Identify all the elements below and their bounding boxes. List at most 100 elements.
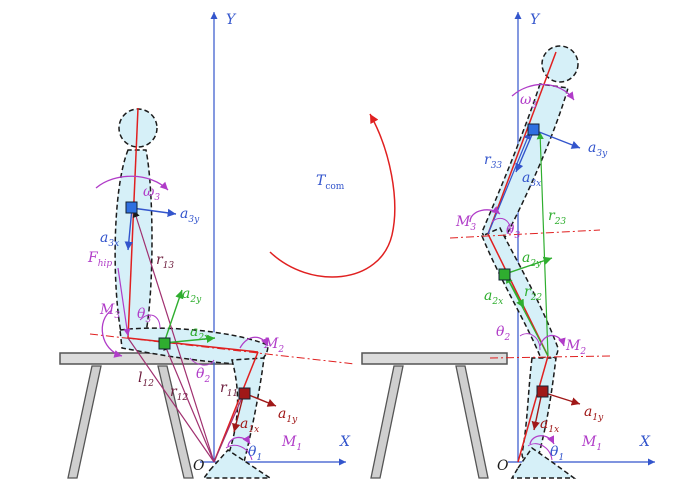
- right-a2y2-label: a2y: [522, 250, 542, 269]
- left-foot-segment: [202, 449, 273, 479]
- right-chair-seat: [361, 352, 508, 365]
- right-chair-leg-back: [455, 365, 489, 479]
- right-m1-label: M1: [581, 434, 602, 453]
- right-head: [541, 45, 579, 83]
- left-theta2-label: θ2: [196, 366, 210, 385]
- left-a2y2-label: a2y: [182, 286, 202, 305]
- right-a2x2-label: a2x: [484, 288, 503, 307]
- left-m3-arc: [101, 309, 123, 358]
- left-shank-mass-marker: [238, 387, 251, 400]
- left-m2-arc: [239, 336, 269, 349]
- right-theta2-label: θ2: [496, 324, 510, 343]
- right-chair: [361, 352, 508, 479]
- right-m2-arc: [539, 334, 566, 347]
- left-a3x3-arrow: [124, 207, 133, 251]
- left-a3y3-arrow: [131, 207, 177, 218]
- tcom-label: Tcom: [316, 173, 345, 192]
- right-r23-vector: [536, 131, 549, 357]
- right-theta3-arc: [491, 217, 511, 233]
- left-omega3-label: ω3: [143, 184, 160, 203]
- left-fhip-label: Fhip: [87, 250, 112, 269]
- right-foot-segment: [510, 446, 577, 479]
- right-y-axis-label: Y: [530, 12, 541, 28]
- left-shank-segment: [227, 357, 265, 466]
- right-shank-mass-marker: [536, 385, 549, 398]
- left-omega3-arc: [95, 175, 169, 191]
- right-m1-arc: [529, 435, 555, 445]
- right-m3-arc: [469, 206, 501, 223]
- right-origin-label: O: [497, 458, 509, 474]
- right-trunk-mass-marker: [527, 123, 540, 136]
- right-theta1-label: θ1: [550, 444, 564, 463]
- right-a2y2-arrow: [504, 256, 553, 275]
- left-r11-vector: [213, 392, 245, 463]
- left-theta3-label: θ3: [137, 306, 151, 325]
- left-a3x3-label: a3x: [100, 230, 119, 249]
- left-m1-arc: [227, 435, 251, 447]
- left-trunk-mass-marker: [125, 201, 138, 214]
- right-x-axis-label: X: [639, 434, 651, 450]
- right-a3y3-arrow: [533, 129, 581, 149]
- left-a2x2-label: a2x: [190, 324, 209, 343]
- left-trunk-link: [127, 107, 139, 339]
- left-thigh-mass-marker: [158, 337, 171, 350]
- right-figure: Y X O ω3 a3y r33 a3x M3 θ3 r23 a2y a2x r…: [361, 12, 655, 479]
- left-theta1-arc: [225, 444, 253, 461]
- left-y-axis-label: Y: [226, 12, 237, 28]
- left-theta2-arc: [189, 357, 215, 366]
- right-thigh-mass-marker: [498, 268, 511, 281]
- right-a1y1-label: a1y: [584, 404, 604, 423]
- left-figure: Y X O ω3 a3y a3x Fhip r13 M3 θ3 a2y a2x …: [59, 12, 356, 479]
- right-omega3-label: ω3: [520, 92, 537, 111]
- left-r11-label: r11: [220, 380, 238, 399]
- center-torque: Tcom: [269, 113, 396, 278]
- right-a3x3-arrow: [515, 129, 535, 173]
- left-chair-leg-back: [157, 365, 194, 479]
- left-m1-label: M1: [281, 434, 302, 453]
- right-hip-reference-line: [449, 229, 601, 239]
- right-r33-vector: [487, 131, 531, 235]
- left-origin-label: O: [193, 458, 205, 474]
- right-r23-label: r23: [548, 208, 566, 227]
- left-a1x1-label: a1x: [240, 416, 259, 435]
- right-thigh-segment: [481, 227, 559, 361]
- right-shank-segment: [521, 357, 557, 463]
- right-theta2-arc: [519, 333, 541, 351]
- left-m3-label: M3: [99, 302, 120, 321]
- left-r13-label: r13: [156, 252, 174, 271]
- left-r12-vector: [163, 342, 215, 463]
- right-theta1-arc: [527, 443, 553, 461]
- right-r33-label: r33: [484, 152, 502, 171]
- left-chair-leg-front: [67, 365, 102, 479]
- right-m2-label: M2: [565, 338, 586, 357]
- left-a2y2-arrow: [163, 289, 184, 344]
- right-chair-leg-front: [370, 365, 404, 479]
- right-knee-reference-line: [489, 355, 611, 359]
- left-l12-vector: [127, 337, 215, 463]
- right-trunk-link: [487, 51, 557, 235]
- tcom-arrow: [269, 113, 396, 278]
- left-trunk-segment: [114, 149, 153, 343]
- left-l12-label: l12: [138, 370, 154, 389]
- left-x-axis-label: X: [339, 434, 351, 450]
- right-omega3-arc: [511, 83, 575, 101]
- right-r22-label: r22: [524, 284, 542, 303]
- left-m2-label: M2: [263, 336, 284, 355]
- left-r13-vector: [132, 209, 215, 463]
- right-a3x3-label: a3x: [522, 170, 541, 189]
- left-theta3-arc: [139, 314, 161, 329]
- left-theta1-label: θ1: [248, 444, 262, 463]
- right-a1x1-arrow: [531, 391, 543, 431]
- right-a3y3-label: a3y: [588, 140, 608, 159]
- left-reference-line: [89, 333, 356, 365]
- left-fhip-arrow: [117, 267, 131, 337]
- right-a1x1-label: a1x: [540, 416, 559, 435]
- left-a3y3-label: a3y: [180, 206, 200, 225]
- right-theta3-label: θ3: [506, 222, 520, 241]
- left-a1y1-label: a1y: [278, 406, 298, 425]
- right-m3-label: M3: [455, 214, 476, 233]
- right-shank-link: [517, 355, 549, 463]
- left-a2x2-arrow: [163, 334, 216, 344]
